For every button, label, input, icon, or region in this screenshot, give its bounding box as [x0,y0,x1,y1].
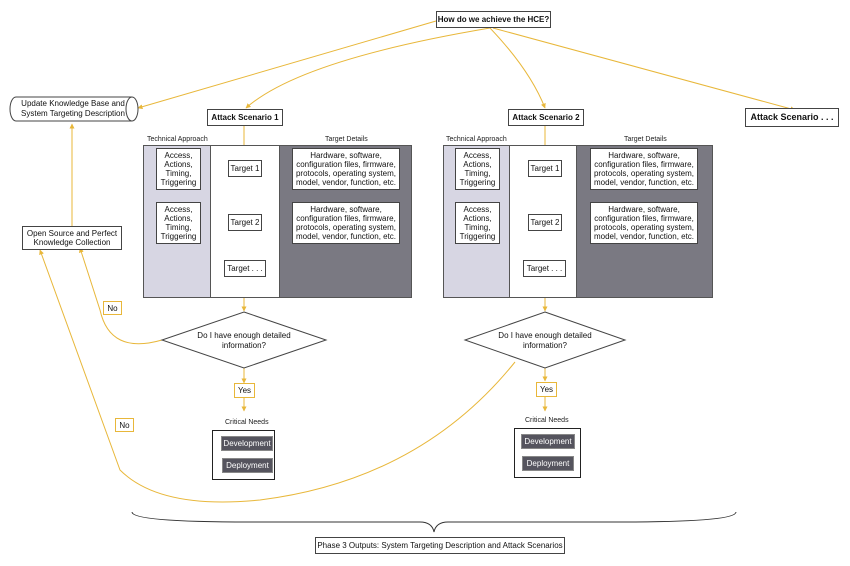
s1-target-more: Target . . . [224,260,266,277]
attack-scenario-1: Attack Scenario 1 [207,109,283,126]
s2-decision-label: Do I have enough detailed information? [498,331,592,350]
s1-details-box-2: Hardware, software, configuration files,… [292,202,400,244]
s2-critical-needs-caption: Critical Needs [525,417,569,424]
s1-details-box-1: Hardware, software, configuration files,… [292,148,400,190]
s1-target-1: Target 1 [228,160,262,177]
no-tag-1: No [103,301,122,315]
s2-details-box-2: Hardware, software, configuration files,… [590,202,698,244]
s1-approach-box-1: Access, Actions, Timing, Triggering [156,148,201,190]
output-brace [131,511,737,533]
arrow-top-to-scenario-more [492,27,796,112]
s2-technical-approach-caption: Technical Approach [446,136,507,143]
decision-diamond-1 [160,311,328,369]
s2-target-1: Target 1 [528,160,562,177]
s2-deployment-button: Deployment [522,456,574,471]
s1-yes-tag: Yes [234,383,255,398]
osint-collection-box: Open Source and Perfect Knowledge Collec… [22,226,122,250]
attack-scenario-more: Attack Scenario . . . [745,108,839,127]
s1-development-button: Development [221,436,273,451]
no-tag-2: No [115,418,134,432]
arrow-top-to-scenario1 [245,27,491,109]
s2-approach-box-2: Access, Actions, Timing, Triggering [455,202,500,244]
s1-deployment-button: Deployment [222,458,273,473]
s1-critical-needs-caption: Critical Needs [225,419,269,426]
s1-decision-label: Do I have enough detailed information? [197,331,291,350]
s2-approach-box-1: Access, Actions, Timing, Triggering [455,148,500,190]
s2-details-box-1: Hardware, software, configuration files,… [590,148,698,190]
attack-scenario-2: Attack Scenario 2 [508,109,584,126]
update-kb-cylinder [9,96,139,122]
s2-target-2: Target 2 [528,214,562,231]
arrow-top-to-scenario2 [489,27,546,109]
hce-question-box: How do we achieve the HCE? [436,11,551,28]
decision-diamond-2 [463,311,627,369]
update-kb-label: Update Knowledge Base and System Targeti… [21,99,125,118]
s1-no-loop [79,247,163,345]
phase-output-box: Phase 3 Outputs: System Targeting Descri… [315,537,565,554]
s1-target-2: Target 2 [228,214,262,231]
s1-technical-approach-caption: Technical Approach [147,136,208,143]
s2-development-button: Development [521,434,575,449]
s2-no-loop [39,249,516,503]
s1-target-details-caption: Target Details [325,136,368,143]
arrow-top-to-update [137,20,437,110]
s2-yes-tag: Yes [536,382,557,397]
s1-approach-box-2: Access, Actions, Timing, Triggering [156,202,201,244]
s2-target-details-caption: Target Details [624,136,667,143]
s2-target-more: Target . . . [523,260,566,277]
